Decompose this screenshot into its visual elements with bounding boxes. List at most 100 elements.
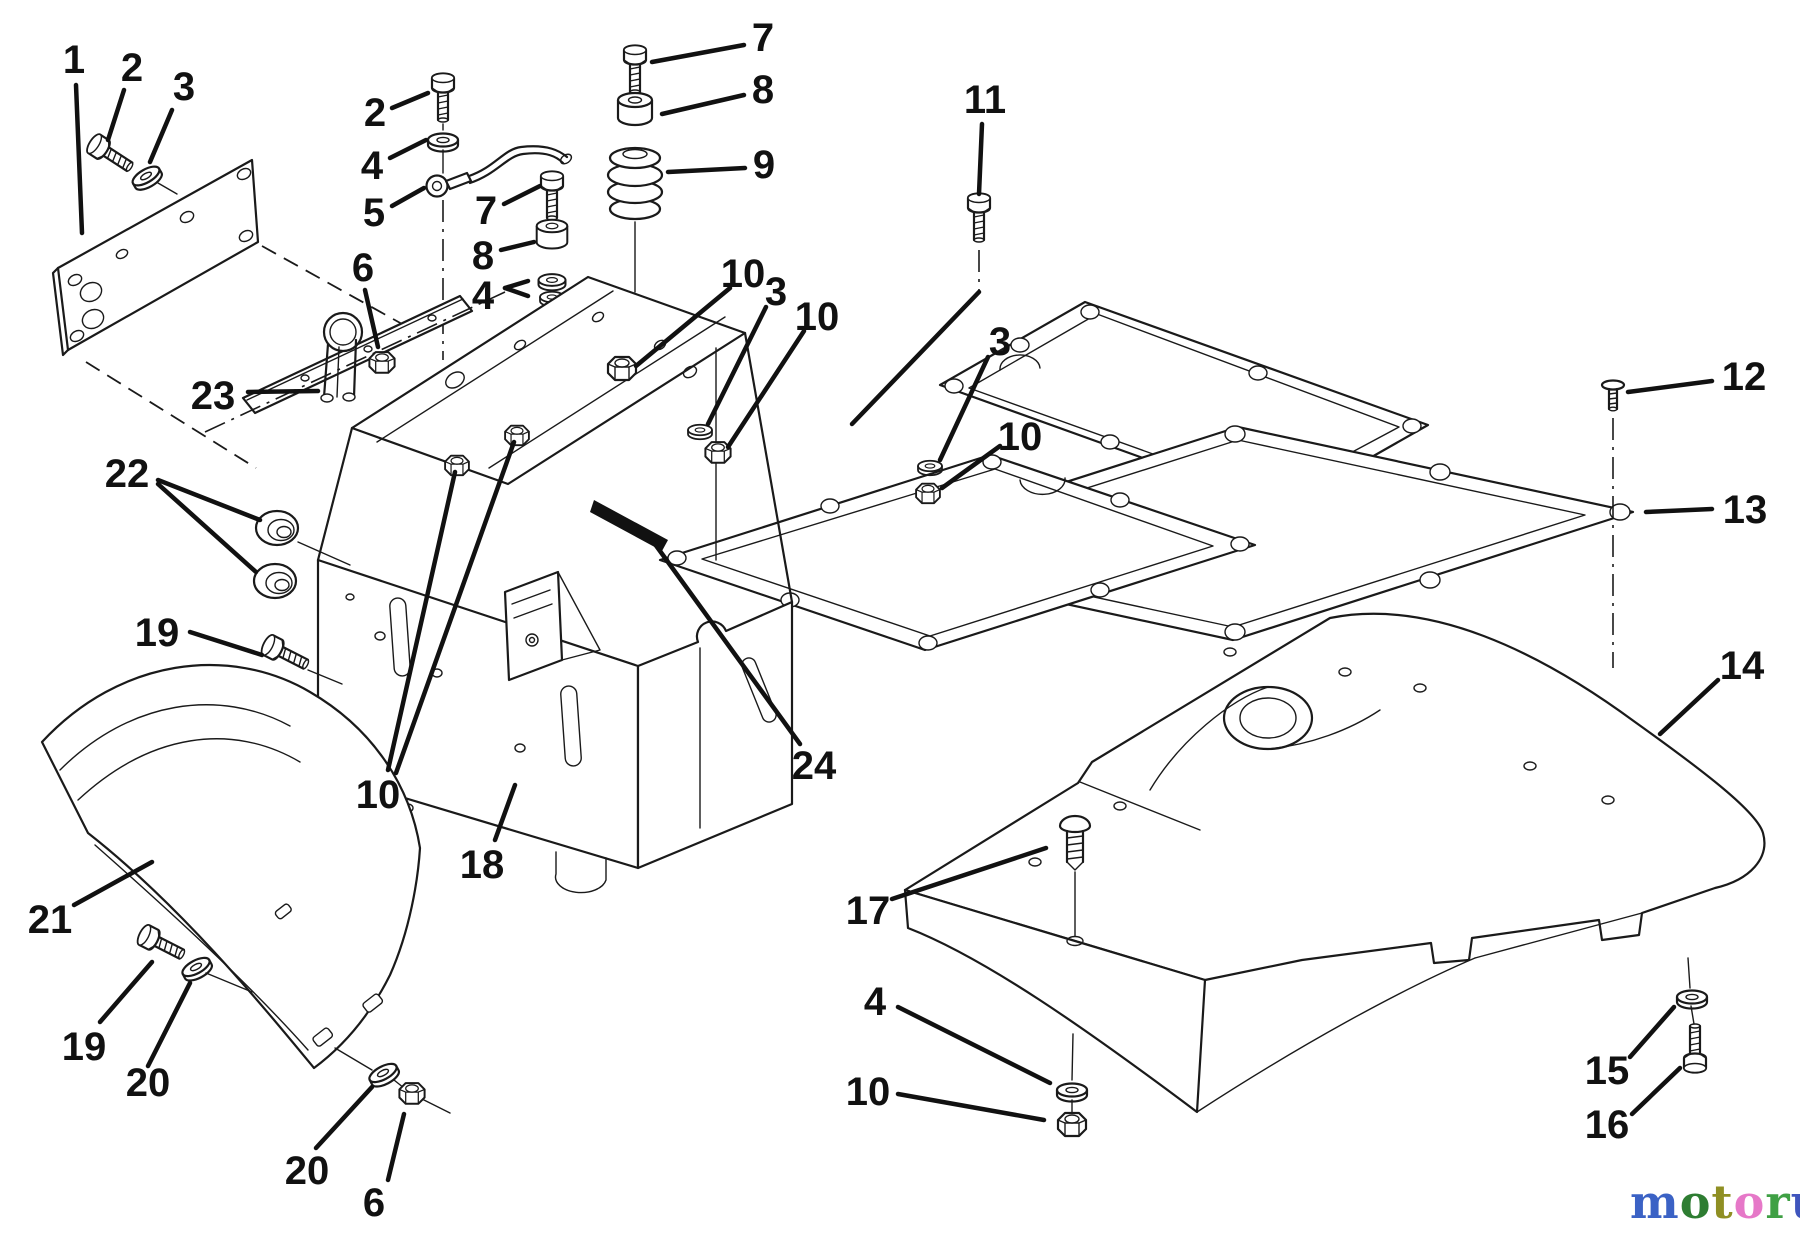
part-callout-2-3: 2 [364,91,386,135]
leader-line-part-24 [649,537,803,747]
washer-3a [128,161,166,195]
part-callout-14-22: 14 [1720,644,1765,688]
washer-4a [426,132,460,153]
leader-line-part-15 [1627,1004,1677,1060]
bolt-16 [1682,1022,1708,1074]
part-callout-24-30: 24 [792,744,837,788]
cable-clamp [320,311,364,403]
leader-line-part-20 [313,1084,375,1151]
leader-line-part-11 [976,121,985,197]
mounting-plate [51,158,421,469]
leader-line-part-2 [389,90,431,111]
leader-line-part-9 [665,165,748,175]
leader-line-part-3 [705,304,769,427]
part-callout-10-15: 10 [721,252,766,296]
leader-line-part-14 [1657,677,1721,737]
part-callout-10-28: 10 [356,773,401,817]
part-callout-10-19: 10 [998,415,1043,459]
washer-4b1 [537,273,567,292]
part-callout-6-9: 6 [352,246,374,290]
leader-line-part-13 [1643,506,1715,515]
leader-line-part-7 [649,42,747,65]
part-callout-15-36: 15 [1585,1049,1630,1093]
leader-line-part-2 [105,87,127,143]
part-callout-22-23: 22 [105,452,150,496]
part-callout-11-14: 11 [964,78,1006,122]
washer-4c [1055,1082,1089,1103]
part-callout-9-13: 9 [753,143,775,187]
leader-line-part-4 [387,137,429,161]
part-callout-10-17: 10 [795,295,840,339]
part-callout-4-32: 4 [864,980,887,1024]
leader-line-part-22 [155,477,263,523]
part-callout-20-34: 20 [285,1149,330,1193]
leader-line-part-5 [389,185,427,209]
part-callout-3-16: 3 [765,270,787,314]
part-callout-23-10: 23 [191,374,236,418]
deck-cover [903,612,1766,1114]
part-callout-19-26: 19 [62,1025,107,1069]
nut-6b [398,1082,426,1105]
part-callout-6-35: 6 [363,1181,385,1225]
spring-bellows-9 [606,146,664,221]
part-callout-18-29: 18 [460,843,505,887]
leader-line-part-7 [501,183,543,207]
part-callout-1-0: 1 [63,38,85,82]
part-callout-7-11: 7 [752,16,774,60]
part-callout-17-31: 17 [846,889,891,933]
bolt-11 [966,192,992,244]
leader-line-part-23 [245,388,321,395]
part-callout-3-18: 3 [989,320,1011,364]
part-callout-16-37: 16 [1585,1103,1630,1147]
leader-line-part-3 [147,107,175,165]
part-callout-20-27: 20 [126,1061,171,1105]
washer-20a [178,953,216,986]
bolt-2a [83,131,139,179]
leader-line-part-20 [145,980,193,1069]
bolt-19a [258,632,314,676]
part-callout-5-5: 5 [363,191,385,235]
part-callout-4-4: 4 [361,144,384,188]
grommet-22b [252,562,298,600]
part-callout-19-24: 19 [135,611,180,655]
nut-10c [1056,1111,1088,1138]
part-callout-13-21: 13 [1723,488,1768,532]
leader-line-part-21 [71,859,155,908]
part-callout-7-6: 7 [475,189,497,233]
leader-line-part-10 [393,439,517,776]
watermark-logo: motoruf'.de [1630,1175,1800,1229]
bolt-2b [430,72,456,124]
nut-10-floor2 [504,424,530,447]
part-callout-3-2: 3 [173,65,195,109]
leader-line-part-16 [1629,1065,1683,1117]
leader-line-part-18 [492,782,518,843]
push-pin-17 [1058,814,1092,871]
bushing-8b [535,218,569,250]
nut-6a [368,351,396,374]
leader-line-part-10 [725,328,807,450]
leader-line-part-10 [895,1091,1047,1123]
leader-line-part-19 [187,629,265,658]
leader-line-part-1 [73,82,85,236]
nut-10-right [915,482,941,505]
leader-line-part-12 [1625,378,1715,395]
bushing-8a [616,91,654,127]
leader-line-part-8 [498,239,537,253]
leader-line-part-10 [939,443,1003,491]
leader-line-part-17 [889,845,1049,902]
fender [40,663,422,1070]
gasket-plate-lower [658,453,1257,652]
leader-line-part-4 [502,285,531,299]
nut-10-beam [606,355,638,382]
leader-line-part-6 [362,287,381,350]
bolt-19b [134,922,190,966]
leader-line-part-4 [895,1004,1053,1086]
leader-line-part-4 [502,278,531,291]
leader-line-part-8 [659,92,747,117]
leader-line-part-22 [155,481,259,575]
washer-3-mid [687,423,713,441]
seal-strip-24 [590,500,668,551]
grommet-22a [254,509,300,547]
